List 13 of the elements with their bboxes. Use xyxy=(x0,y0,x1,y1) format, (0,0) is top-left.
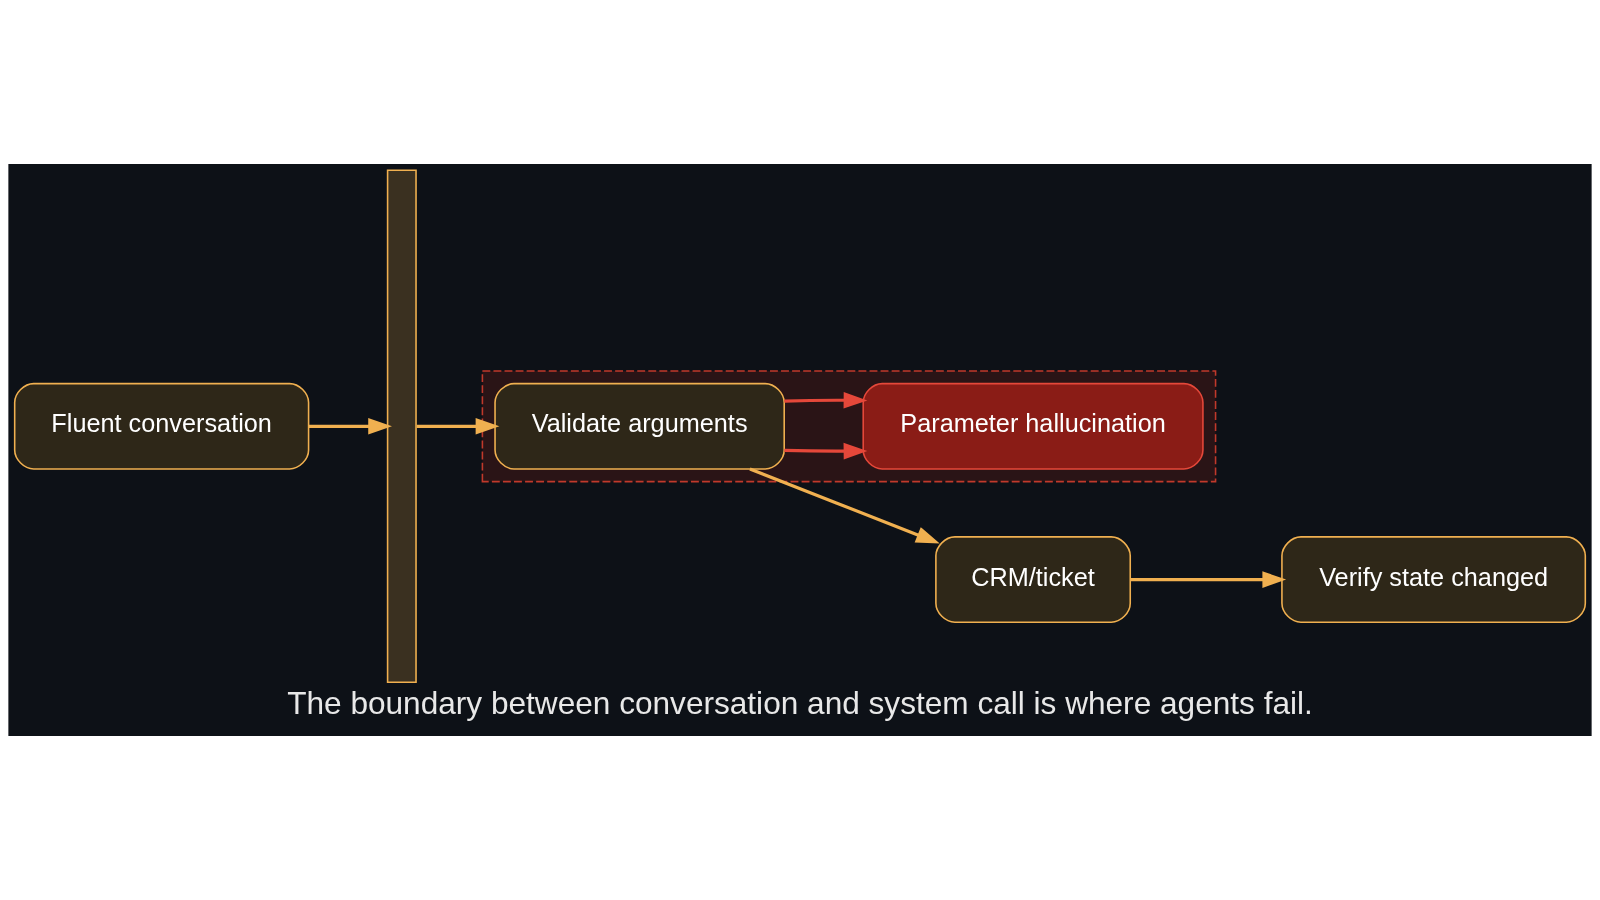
cluster xyxy=(481,370,1217,483)
node-box: Validate arguments xyxy=(494,382,785,470)
node-box: Fluent conversation xyxy=(13,382,310,470)
arrow xyxy=(1130,571,1287,588)
caption: The boundary between conversation and system call is where agents fail. xyxy=(287,684,1313,721)
arrow xyxy=(308,418,392,435)
arrow xyxy=(784,391,868,409)
arrow xyxy=(416,418,500,435)
node-box: Verify state changed xyxy=(1281,536,1587,623)
node-box: CRM/ticket xyxy=(935,536,1132,623)
arrow xyxy=(784,442,868,460)
node-bar xyxy=(386,169,417,684)
node-box: Parameter hallucination xyxy=(862,382,1204,470)
